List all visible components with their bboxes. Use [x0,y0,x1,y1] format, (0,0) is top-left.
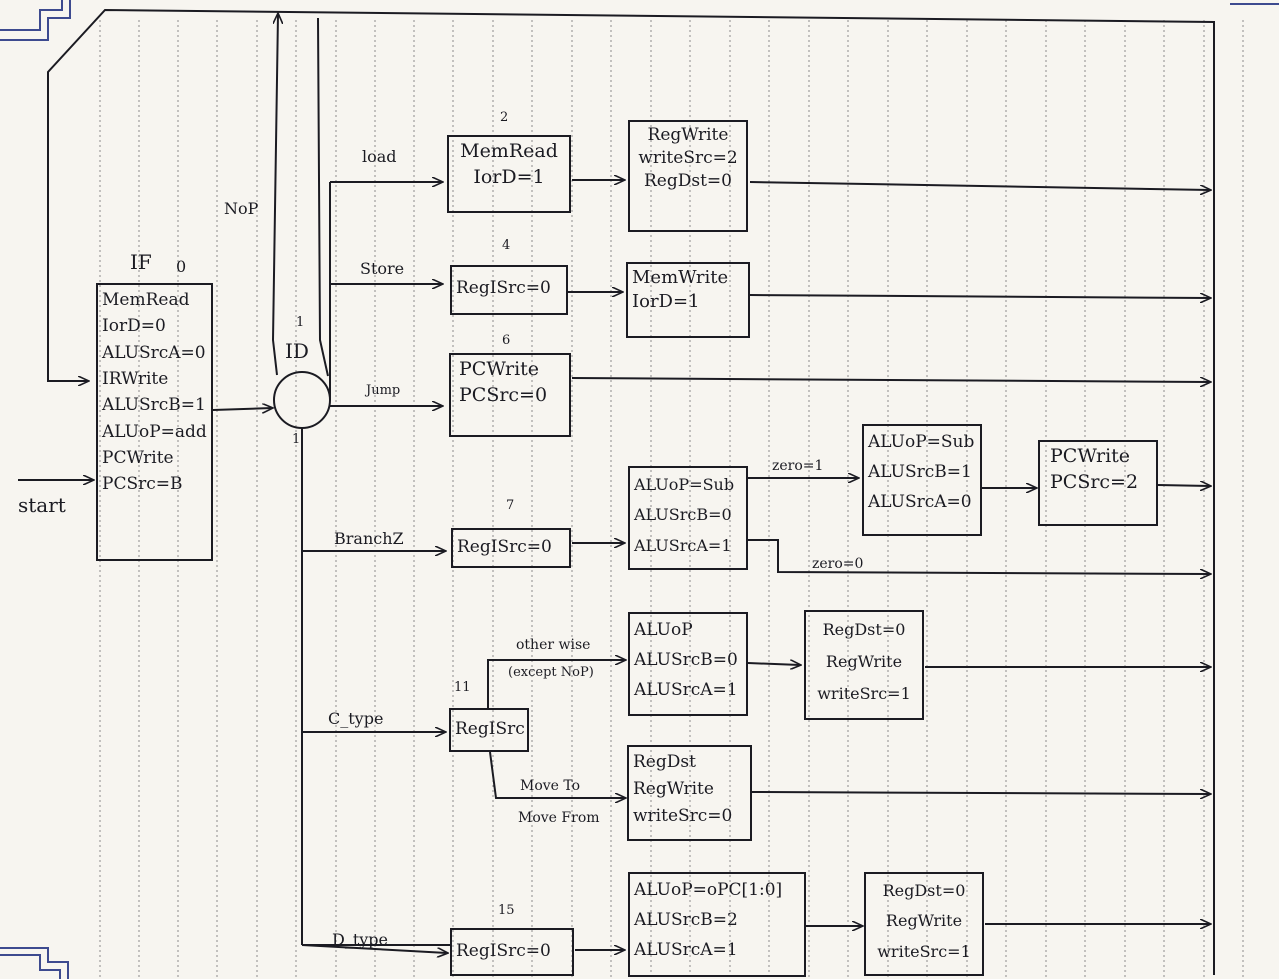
ctype-except-label: (except NoP) [508,665,594,680]
branch-reg-box: RegISrc=0 [451,528,571,568]
box-line: writeSrc=2 [638,147,738,168]
box-line: RegWrite [633,779,714,800]
box-line: RegDst [633,752,696,772]
box-line: ALUSrcA=0 [868,491,972,512]
if-line: PCWrite [102,448,174,469]
box-line: PCWrite [1050,445,1131,467]
dtype-reg-box: RegISrc=0 [450,928,574,976]
ctype-otherwise-label: other wise [516,637,591,653]
state-number: 4 [502,238,511,253]
box-line: IorD=1 [632,291,700,313]
box-line: IorD=1 [473,165,545,188]
state-number: 2 [500,110,509,125]
ctype-move-box: RegDst RegWrite writeSrc=0 [627,745,752,841]
label-store: Store [360,259,405,278]
state-number: 6 [502,333,511,348]
dtype-alu-box: ALUoP=oPC[1:0] ALUSrcB=2 ALUSrcA=1 [628,872,806,977]
state-number: 11 [454,680,471,695]
nop-arrow [271,14,278,376]
id-state-number-bottom: 1 [292,432,301,447]
ctype-moveto-label: Move To [520,778,581,794]
id-state-title: ID [285,339,309,363]
box-line: ALUoP=Sub [868,432,975,452]
box-line: MemRead [460,140,558,162]
box-line: RegDst=0 [882,881,966,900]
box-line: ALUoP=Sub [634,475,735,494]
store-reg-box: RegISrc=0 [450,265,568,315]
zero-one-label: zero=1 [772,458,824,474]
branch-pc-box: PCWrite PCSrc=2 [1038,440,1158,526]
load-writeback-box: RegWrite writeSrc=2 RegDst=0 [628,120,748,232]
id-state-number: 1 [296,315,305,330]
box-line: PCSrc=2 [1050,470,1139,493]
if-line: IorD=0 [102,316,166,337]
box-line: writeSrc=1 [877,941,971,961]
load-mem-box: MemRead IorD=1 [447,135,571,213]
box-line: writeSrc=0 [633,806,733,827]
nop-label: NoP [224,199,259,218]
box-line: ALUSrcB=0 [634,505,732,525]
box-line: RegDst=0 [644,170,732,191]
if-line: MemRead [102,290,190,310]
ctype-writeback-box: RegDst=0 RegWrite writeSrc=1 [804,610,924,720]
dtype-writeback-box: RegDst=0 RegWrite writeSrc=1 [864,872,984,976]
label-ctype: C_type [328,709,384,728]
if-state-number: 0 [176,257,187,276]
box-line: RegISrc=0 [456,941,551,961]
box-line: ALUSrcA=1 [634,679,738,700]
box-line: ALUSrcA=1 [634,939,738,960]
if-to-id-arrow [212,408,272,410]
state-number: 7 [506,498,515,513]
if-state-box: MemRead IorD=0 ALUSrcA=0 IRWrite ALUSrcB… [96,283,213,561]
zero-zero-label: zero=0 [812,556,864,572]
box-line: ALUSrcB=0 [634,649,738,670]
box-line: RegISrc=0 [457,537,552,557]
box-line: RegDst=0 [822,620,906,639]
branch-compare-box: ALUoP=Sub ALUSrcB=1 ALUSrcA=0 [862,424,982,536]
box-line: RegISrc=0 [456,278,551,298]
box-line: RegWrite [825,652,903,671]
if-line: ALUSrcB=1 [102,395,206,416]
state-number: 15 [498,903,515,918]
ctype-reg-box: RegISrc [449,708,529,752]
box-line: ALUSrcA=1 [634,535,732,555]
label-jump: Jump [366,383,401,398]
if-line: ALUSrcA=0 [102,342,206,363]
box-line: ALUoP [634,620,693,640]
ctype-movefrom-label: Move From [518,810,600,826]
if-line: PCSrc=B [102,474,183,495]
box-line: ALUSrcB=1 [868,461,972,482]
id-state-circle [273,371,331,429]
label-branch: BranchZ [334,529,404,548]
ctype-alu-box: ALUoP ALUSrcB=0 ALUSrcA=1 [628,612,748,716]
box-line: RegISrc [455,719,525,739]
box-line: PCWrite [459,358,540,380]
if-state-title: IF [130,250,152,274]
jump-box: PCWrite PCSrc=0 [449,353,571,437]
return-loop-path [47,8,1215,975]
store-mem-box: MemWrite IorD=1 [626,262,750,338]
if-line: IRWrite [102,369,169,390]
box-line: PCSrc=0 [459,383,548,406]
label-load: load [362,147,397,166]
label-dtype: D_type [332,930,389,949]
box-line: RegWrite [647,125,729,145]
dispatch-trunk [301,182,331,945]
box-line: MemWrite [632,267,729,288]
box-line: RegWrite [885,911,963,931]
branch-alu-box: ALUoP=Sub ALUSrcB=0 ALUSrcA=1 [628,466,748,570]
box-line: ALUoP=oPC[1:0] [634,880,783,900]
box-line: writeSrc=1 [817,684,911,703]
if-line: ALUoP=add [102,421,207,442]
start-label: start [18,493,66,517]
box-line: ALUSrcB=2 [634,909,738,930]
